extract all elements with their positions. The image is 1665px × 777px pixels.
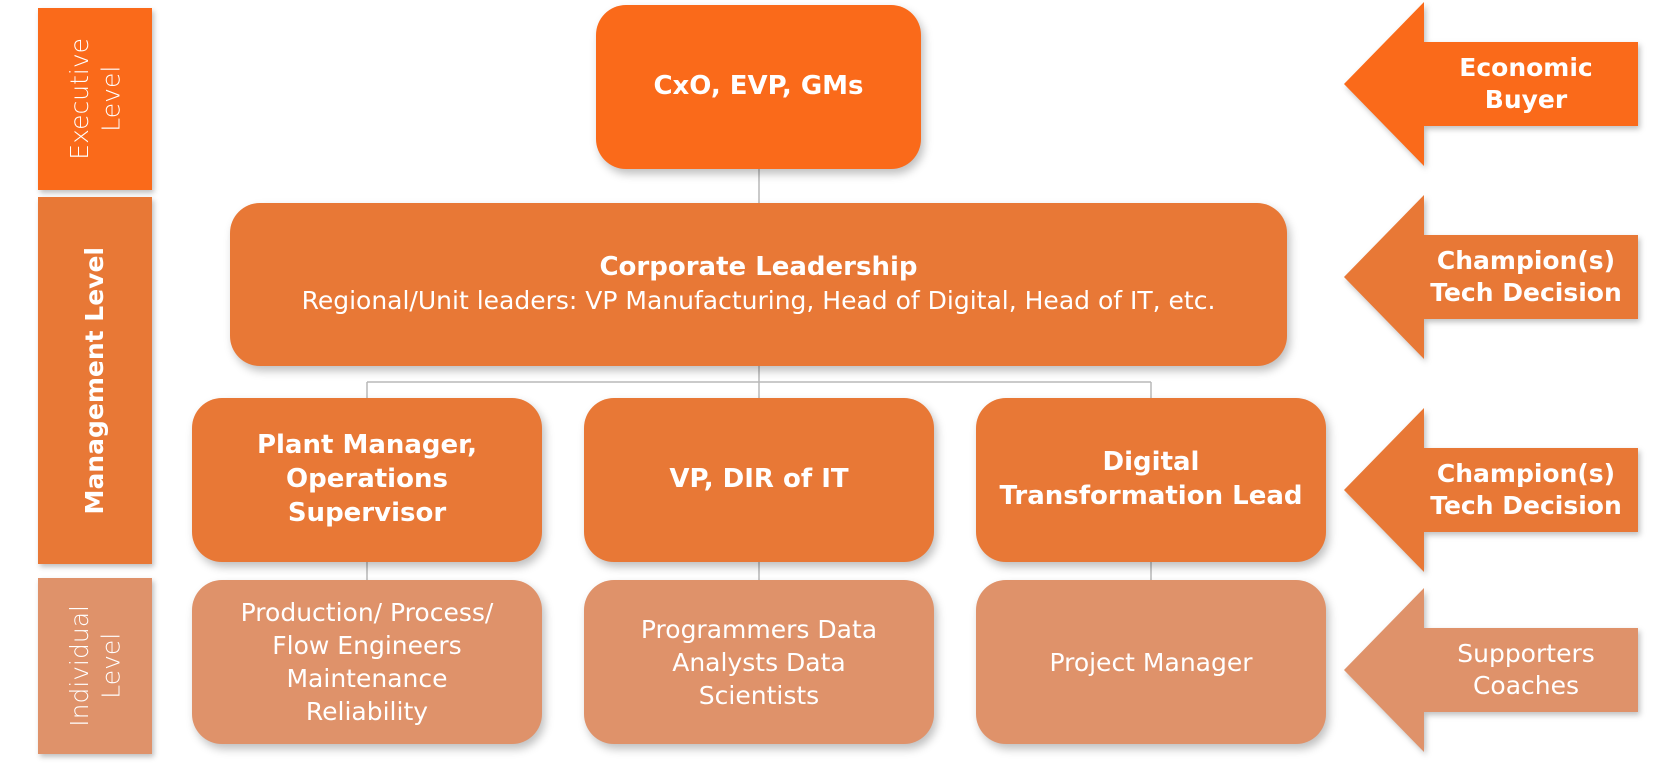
- vp-it-box: VP, DIR of IT: [584, 398, 934, 562]
- left-arrow-shape: [1344, 408, 1638, 572]
- corporate-leadership-subtitle: Regional/Unit leaders: VP Manufacturing,…: [301, 286, 1216, 316]
- project-manager-box: Project Manager: [976, 580, 1326, 744]
- supporters-coaches-label: Supporters Coaches: [1457, 638, 1595, 701]
- plant-manager-box: Plant Manager, Operations Supervisor: [192, 398, 542, 562]
- programmers-box: Programmers Data Analysts Data Scientist…: [584, 580, 934, 744]
- role-arrow-supporters: Supporters Coaches: [1344, 588, 1638, 752]
- vp-it-title: VP, DIR of IT: [669, 464, 849, 495]
- left-arrow-shape: [1344, 2, 1638, 166]
- role-arrow-champion-tech-1: Champion(s) Tech Decision: [1344, 195, 1638, 359]
- executive-level-band: Executive Level: [38, 8, 152, 190]
- executive-box-title: CxO, EVP, GMs: [653, 71, 864, 102]
- digital-transformation-title: Digital Transformation Lead: [999, 447, 1303, 511]
- engineers-text: Production/ Process/ Flow Engineers Main…: [240, 598, 494, 726]
- champion-tech-label-2: Champion(s) Tech Decision: [1430, 458, 1622, 521]
- plant-manager-title: Plant Manager, Operations Supervisor: [256, 430, 478, 528]
- programmers-text: Programmers Data Analysts Data Scientist…: [640, 614, 878, 710]
- management-level-band: Management Level: [38, 197, 152, 564]
- left-arrow-shape: [1344, 195, 1638, 359]
- digital-transformation-box: Digital Transformation Lead: [976, 398, 1326, 562]
- engineers-box: Production/ Process/ Flow Engineers Main…: [192, 580, 542, 744]
- individual-level-label: Individual Level: [64, 605, 125, 727]
- corporate-leadership-box: Corporate Leadership Regional/Unit leade…: [230, 203, 1287, 366]
- left-arrow-shape: [1344, 588, 1638, 752]
- project-manager-text: Project Manager: [1049, 647, 1253, 677]
- champion-tech-label-1: Champion(s) Tech Decision: [1430, 245, 1622, 308]
- management-level-label: Management Level: [80, 246, 110, 515]
- economic-buyer-label: Economic Buyer: [1459, 52, 1593, 115]
- role-arrow-champion-tech-2: Champion(s) Tech Decision: [1344, 408, 1638, 572]
- executive-level-label: Executive Level: [64, 38, 125, 160]
- corporate-leadership-title: Corporate Leadership: [599, 252, 918, 283]
- individual-level-band: Individual Level: [38, 578, 152, 754]
- role-arrow-economic-buyer: Economic Buyer: [1344, 2, 1638, 166]
- executive-box: CxO, EVP, GMs: [596, 5, 921, 169]
